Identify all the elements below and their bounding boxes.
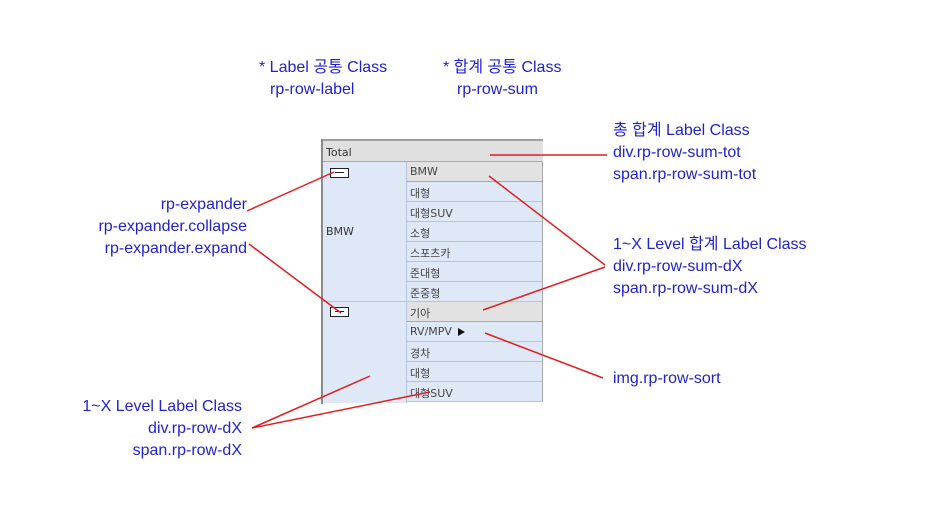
table-row[interactable]: 대형SUV [407,202,543,222]
sort-arrow-icon[interactable] [457,328,465,336]
sort-img-annotation: img.rp-row-sort [613,368,721,390]
total-cell: Total [323,139,543,162]
row-label: RV/MPV [410,325,452,338]
arrow-level-sum-kia [482,266,606,311]
group-label-bmw: BMW [326,225,354,238]
sum-common-annotation: * 합계 공통 Class rp-row-sum [443,57,561,101]
label-common-annotation: * Label 공통 Class rp-row-label [259,57,387,101]
arrow-sort-img [484,332,604,379]
level-sum-div-class: div.rp-row-sum-dX [613,258,743,275]
total-label-span-class: span.rp-row-sum-tot [613,166,757,183]
total-label-annotation: 총 합계 Label Class div.rp-row-sum-tot span… [613,120,756,186]
arrow-level-label-row [251,391,431,429]
table-row[interactable]: 경차 [407,342,543,362]
group-sum-row-bmw[interactable]: BMW [407,162,543,182]
expander-expand-class: rp-expander.expand [104,240,247,257]
total-label-div-class: div.rp-row-sum-tot [613,144,741,161]
level-sum-annotation: 1~X Level 합계 Label Class div.rp-row-sum-… [613,234,807,300]
group-sum-row-kia[interactable]: 기아 [407,302,543,322]
label-common-title: * Label 공통 Class [259,59,388,76]
expander-class: rp-expander [160,196,247,213]
table-row[interactable]: 대형 [407,362,543,382]
row-header-grid: Total BMW BMW 대형 대형SUV 소형 스포츠카 준대형 준중형 기… [321,139,543,404]
table-row[interactable]: 스포츠카 [407,242,543,262]
arrow-level-label-group [251,375,371,429]
sum-common-class: rp-row-sum [457,81,538,98]
level-sum-span-class: span.rp-row-sum-dX [613,280,758,297]
table-row[interactable]: 대형SUV [407,382,543,402]
level-label-annotation: 1~X Level Label Class div.rp-row-dX span… [82,396,242,462]
sort-img-class: img.rp-row-sort [613,370,721,387]
total-label-title: 총 합계 Label Class [613,122,750,139]
table-row[interactable]: 소형 [407,222,543,242]
expander-annotation: rp-expander rp-expander.collapse rp-expa… [98,194,247,260]
arrow-level-sum-bmw [488,175,606,266]
table-row[interactable]: 대형 [407,182,543,202]
table-row[interactable]: 준중형 [407,282,543,302]
arrow-expander-expand [248,243,342,314]
level-label-title: 1~X Level Label Class [82,398,242,415]
level-label-div-class: div.rp-row-dX [148,420,242,437]
group-cell-bmw: BMW [323,162,407,302]
level-sum-title: 1~X Level 합계 Label Class [613,236,807,253]
arrow-expander-collapse [246,171,335,212]
expander-collapse-class: rp-expander.collapse [98,218,247,235]
label-common-class: rp-row-label [270,81,355,98]
sum-common-title: * 합계 공통 Class [443,59,562,76]
level-label-span-class: span.rp-row-dX [132,442,242,459]
table-row-rv-mpv[interactable]: RV/MPV [407,322,543,342]
table-row[interactable]: 준대형 [407,262,543,282]
